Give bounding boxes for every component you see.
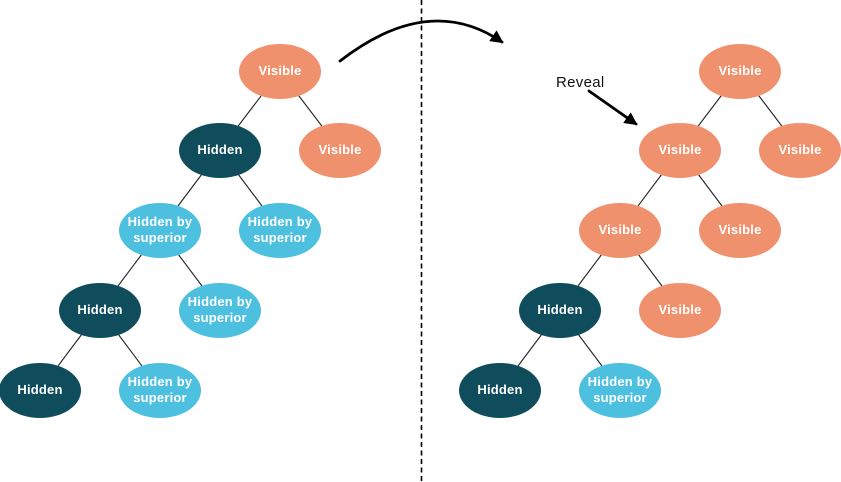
node-label: Visible — [258, 63, 302, 79]
after-node-root: Visible — [699, 43, 781, 99]
node-label: Hidden — [537, 302, 583, 318]
after-node-7: Visible — [639, 282, 721, 338]
after-node-3: Visible — [759, 122, 841, 178]
before-node-3: Visible — [299, 122, 381, 178]
node-label: Hidden by superior — [127, 374, 193, 405]
after-node-4: Visible — [579, 202, 661, 258]
before-node-4: Hidden by superior — [119, 202, 201, 258]
reveal-label: Reveal — [556, 74, 605, 91]
before-node-7: Hidden by superior — [179, 282, 261, 338]
node-label: Visible — [658, 302, 702, 318]
node-label: Visible — [598, 222, 642, 238]
after-node-2-revealed: Visible — [639, 122, 721, 178]
before-node-9: Hidden by superior — [119, 362, 201, 418]
node-label: Hidden — [197, 142, 243, 158]
before-node-root: Visible — [239, 43, 321, 99]
node-label: Hidden by superior — [587, 374, 653, 405]
node-label: Hidden — [77, 302, 123, 318]
node-label: Hidden by superior — [127, 214, 193, 245]
before-node-8: Hidden — [0, 362, 81, 418]
after-node-6: Hidden — [519, 282, 601, 338]
node-label: Visible — [718, 63, 762, 79]
before-node-2: Hidden — [179, 122, 261, 178]
node-label: Visible — [718, 222, 762, 238]
after-node-9: Hidden by superior — [579, 362, 661, 418]
node-label: Hidden — [477, 382, 523, 398]
after-node-5: Visible — [699, 202, 781, 258]
reveal-arrow — [587, 89, 638, 126]
node-label: Hidden — [17, 382, 63, 398]
node-label: Visible — [658, 142, 702, 158]
node-label: Visible — [318, 142, 362, 158]
before-node-6: Hidden — [59, 282, 141, 338]
node-label: Hidden by superior — [247, 214, 313, 245]
transform-arrow — [338, 19, 504, 63]
after-node-8: Hidden — [459, 362, 541, 418]
node-label: Visible — [778, 142, 822, 158]
node-label: Hidden by superior — [187, 294, 253, 325]
before-node-5: Hidden by superior — [239, 202, 321, 258]
